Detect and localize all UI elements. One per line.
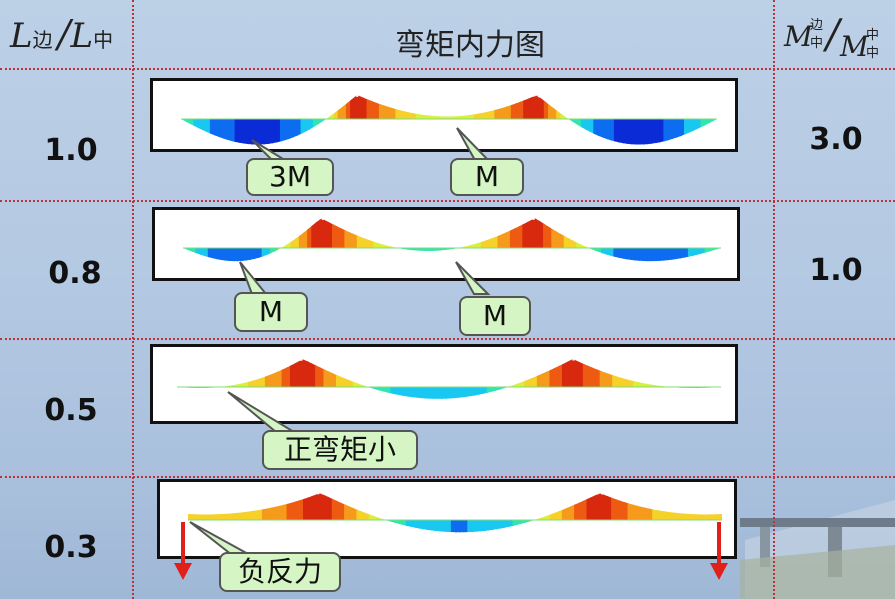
moment-band xyxy=(717,514,722,520)
header-title: 弯矩内力图 xyxy=(395,28,545,63)
grid-line xyxy=(0,338,895,340)
moment-band xyxy=(564,116,571,121)
moment-diagram-row-4 xyxy=(157,479,737,559)
grid-line xyxy=(0,200,895,202)
header-l-side: L xyxy=(10,16,33,56)
header-m-side-sup: 边 xyxy=(810,18,824,33)
grid-line xyxy=(132,0,134,599)
callout-3m: 3M xyxy=(246,158,334,196)
callout-m: M xyxy=(459,296,531,336)
pointer-positive-small xyxy=(227,391,298,433)
pointer-negative-reaction xyxy=(189,521,251,556)
row-4-length-ratio: 0.3 xyxy=(44,530,98,565)
moment-diagram-row-1 xyxy=(150,78,738,152)
moment-diagram-row-2 xyxy=(152,207,740,281)
header-m-side-sub: 中 xyxy=(810,36,824,51)
row-1-length-ratio: 1.0 xyxy=(44,133,98,168)
row-2-moment-ratio: 1.0 xyxy=(809,253,863,288)
header-length-ratio: L边 /L中 xyxy=(10,12,130,62)
grid-line xyxy=(0,68,895,70)
slash: / xyxy=(57,12,71,56)
moment-curve xyxy=(183,218,721,262)
header-m-mid-sup: 中 xyxy=(866,28,880,43)
moment-diagram-row-3 xyxy=(150,344,738,424)
grid-line xyxy=(773,0,775,599)
row-2-length-ratio: 0.8 xyxy=(48,256,102,291)
row-1-moment-ratio: 3.0 xyxy=(809,122,863,157)
header-l-side-sub: 边 xyxy=(32,28,53,52)
reaction-arrow-right xyxy=(710,522,728,580)
pointer-m-3 xyxy=(455,261,491,295)
header-moment-ratio: M 边 中 / M 中 中 xyxy=(782,12,894,64)
header-m-side: M xyxy=(784,20,813,53)
moment-curve xyxy=(181,95,717,145)
header-m-mid: M xyxy=(840,30,869,63)
header-l-mid: L xyxy=(70,16,94,56)
row-3-length-ratio: 0.5 xyxy=(44,393,98,428)
moment-band xyxy=(712,119,717,122)
moment-curve xyxy=(188,493,722,533)
callout-negative-reaction: 负反力 xyxy=(219,552,341,592)
callout-positive-moment-small: 正弯矩小 xyxy=(262,430,418,470)
slash: / xyxy=(826,12,840,58)
moment-band xyxy=(584,246,591,249)
reaction-arrow-left xyxy=(174,522,192,580)
callout-m: M xyxy=(450,158,524,196)
pointer-m-1 xyxy=(456,127,493,163)
callout-m: M xyxy=(234,292,308,332)
grid-line xyxy=(0,476,895,478)
pointer-m-2 xyxy=(239,261,269,295)
moment-curve xyxy=(177,359,721,399)
header-l-mid-sub: 中 xyxy=(93,28,114,52)
header-m-mid-sub: 中 xyxy=(866,46,880,61)
